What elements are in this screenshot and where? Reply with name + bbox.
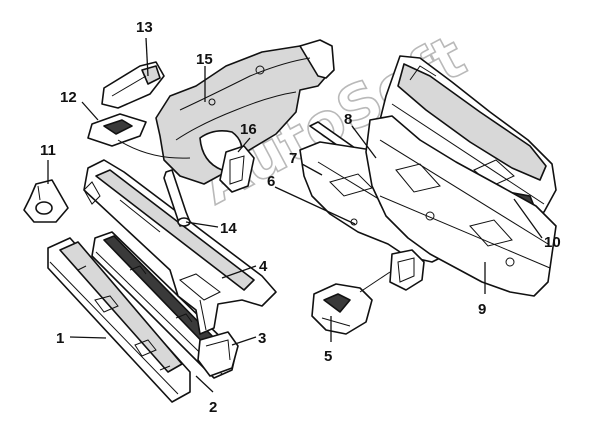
leader-13 <box>145 37 149 77</box>
callout-8: 8 <box>344 111 352 128</box>
part-16-clip <box>219 145 255 193</box>
part-6-bracket <box>389 249 425 291</box>
leader-14 <box>185 221 219 228</box>
part-11-bracket <box>23 179 69 223</box>
callout-7: 7 <box>289 150 297 167</box>
callout-labels: 1 2 3 4 5 6 7 8 9 10 11 12 13 14 15 16 <box>40 19 561 416</box>
part-13-duct <box>101 61 165 109</box>
callout-1: 1 <box>56 330 64 347</box>
callout-2: 2 <box>209 399 217 416</box>
leader-16 <box>237 137 251 153</box>
leader-10 <box>513 198 543 239</box>
leader-1 <box>69 336 107 339</box>
leader-4 <box>221 265 257 279</box>
callout-10: 10 <box>544 234 561 251</box>
part-4-cross-member <box>83 159 277 335</box>
callout-4: 4 <box>259 258 268 275</box>
callout-14: 14 <box>220 220 237 237</box>
callout-5: 5 <box>324 348 332 365</box>
leader-8 <box>351 125 377 159</box>
callout-6: 6 <box>267 173 275 190</box>
leader-3 <box>231 336 257 346</box>
callout-9: 9 <box>478 301 486 318</box>
part-1-bumper-beam <box>47 237 191 403</box>
callout-12: 12 <box>60 89 77 106</box>
callout-15: 15 <box>196 51 213 68</box>
leader-lines <box>47 37 543 393</box>
part-15-wheelhouse <box>117 39 335 185</box>
callout-13: 13 <box>136 19 153 36</box>
callout-16: 16 <box>240 121 257 138</box>
leader-12 <box>81 101 99 121</box>
part-3-absorber <box>197 331 239 377</box>
part-12-mount <box>87 113 147 147</box>
leader-7 <box>301 163 323 176</box>
callout-11: 11 <box>40 142 56 159</box>
part-5-mount <box>311 271 391 335</box>
part-9-dash-panel <box>365 115 557 297</box>
callout-3: 3 <box>258 330 266 347</box>
leader-6 <box>274 186 356 225</box>
leader-2 <box>195 375 214 393</box>
